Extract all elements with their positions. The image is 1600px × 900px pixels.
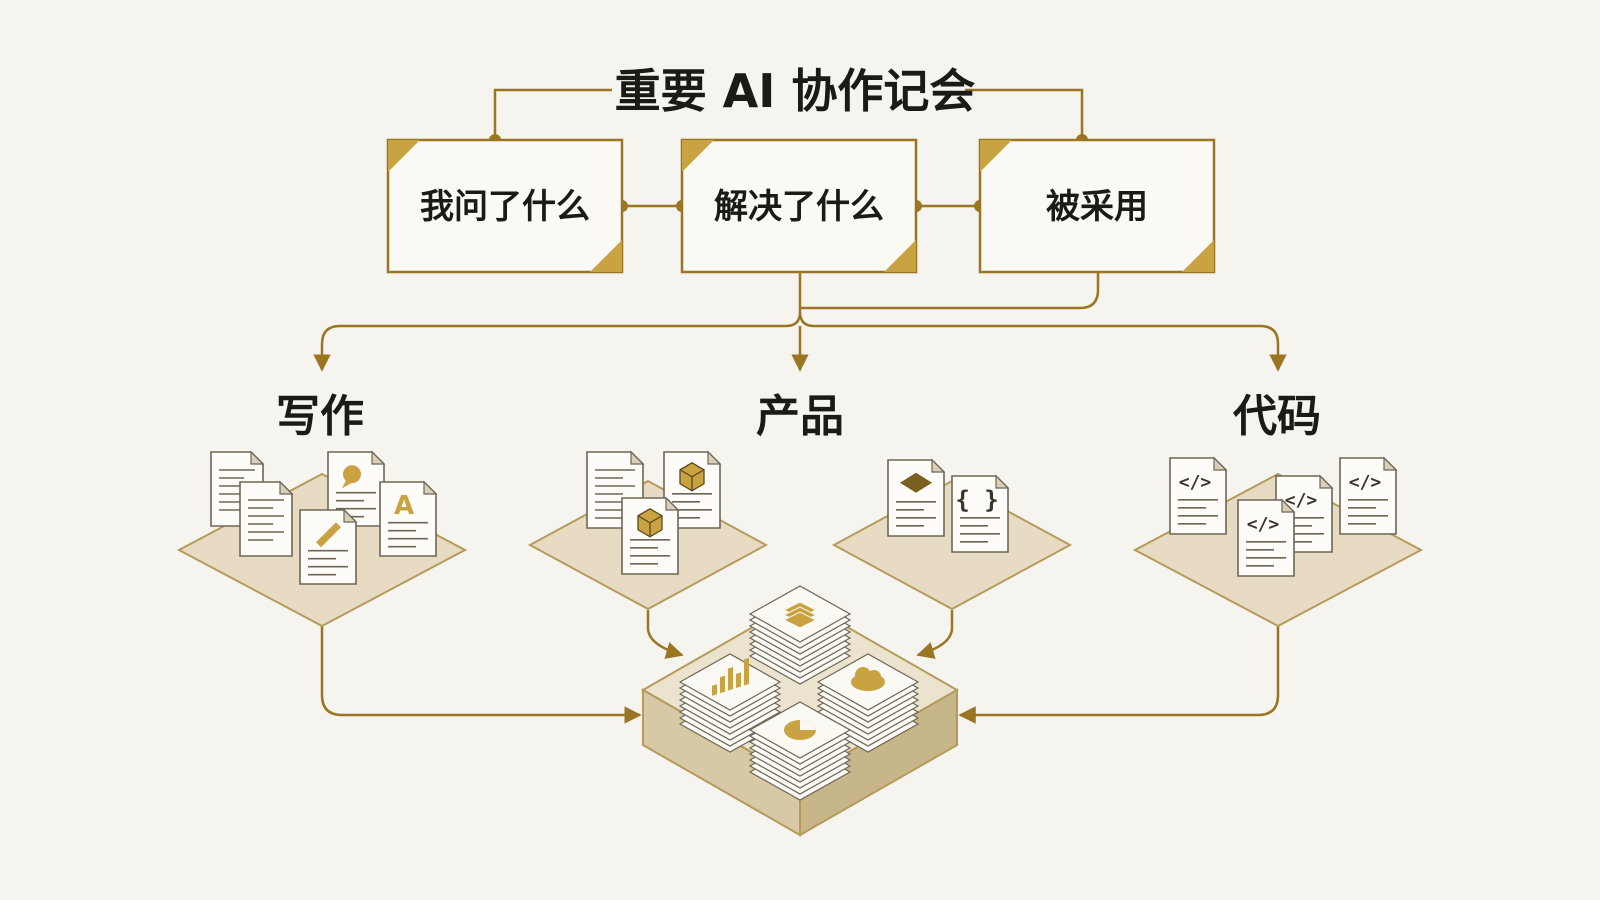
bar-chart-icon [736,672,741,689]
curly-braces-icon: { } [955,486,998,514]
step-label-asked: 我问了什么 [420,186,590,227]
corner-accent [884,240,916,272]
document-fold [707,450,722,465]
diamond-icon [900,472,932,493]
document-fold [1319,474,1334,489]
document-product-braces: { } [951,474,1010,553]
letter-a-icon: A [394,491,414,521]
bar-chart-icon [712,684,717,696]
document-fold [630,450,645,465]
corner-accent [980,140,1012,172]
document-fold [995,474,1010,489]
step-box-frame [978,138,1216,274]
category-label-writing: 写作 [276,391,364,442]
step-label-solved: 解决了什么 [714,186,884,227]
document-code-3: </> [1339,456,1398,535]
document-code-1: </> [1169,456,1228,535]
arrow-to-writing [313,272,802,372]
connector-adopted-loop [800,272,1100,310]
arrow-writing-to-archive [320,626,642,724]
pencil-icon [316,522,341,548]
code-tag-icon: </> [1285,490,1318,511]
document-code-4: </> [1237,498,1296,577]
document-fold [1383,456,1398,471]
document-writing-2 [239,480,294,557]
corner-accent [388,140,420,172]
document-fold [1281,498,1296,513]
document-fold [279,480,294,495]
arrow-to-code [798,311,1287,372]
document-fold [343,508,358,523]
category-label-product: 产品 [756,391,844,442]
step-box-asked [386,138,624,274]
connector-title-left [493,88,612,140]
arrow-code-to-archive [958,626,1280,724]
arrow-product-right-to-archive [916,610,954,659]
corner-accent [1182,240,1214,272]
document-fold [423,480,438,495]
code-tag-icon: </> [1247,514,1280,535]
archive-stack-front [748,701,852,801]
step-box-frame [386,138,624,274]
category-label-code: 代码 [1233,391,1321,442]
diagram-title: 重要 AI 协作记会 [614,64,976,118]
speech-bubble-icon [343,465,361,484]
connector-title-right [965,88,1084,140]
step-box-adopted [978,138,1216,274]
layers-icon [782,611,818,629]
step-label-adopted: 被采用 [1046,186,1148,227]
document-product-cube-2 [621,496,680,575]
document-writing-speech [327,450,386,527]
document-writing-pencil [299,508,358,585]
corner-accent [590,240,622,272]
document-fold [665,496,680,511]
document-sheet [379,481,437,557]
bar-chart-icon [744,657,749,686]
bar-chart-icon [720,675,725,694]
document-product-diamond [887,458,946,537]
document-fold [371,450,386,465]
step-box-frame [680,138,918,274]
document-fold [1213,456,1228,471]
archive-right-face [799,688,958,837]
corner-accent [682,140,714,172]
bar-chart-icon [728,667,733,691]
document-fold [931,458,946,473]
code-tag-icon: </> [1349,472,1382,493]
document-writing-letter: A [379,480,438,557]
step-box-solved [680,138,918,274]
arrow-product-left-to-archive [646,610,684,659]
archive-stack-top [748,585,852,685]
code-tag-icon: </> [1179,472,1212,493]
document-sheet [299,509,357,585]
document-fold [250,450,265,465]
